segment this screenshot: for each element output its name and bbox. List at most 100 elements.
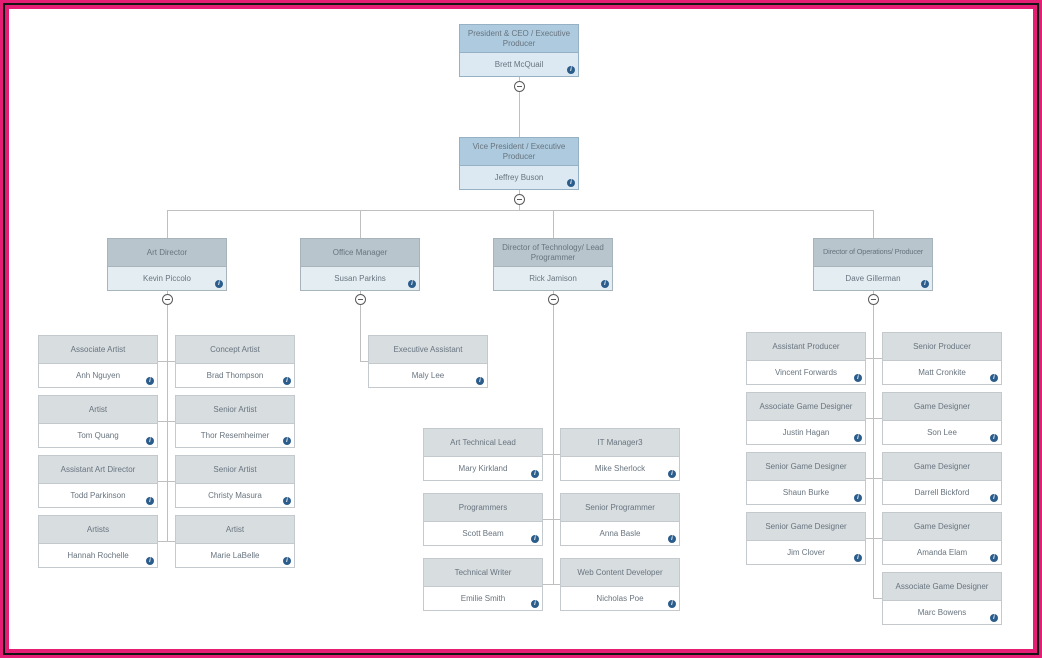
org-node-assistant-art-director[interactable]: Assistant Art Director Todd Parkinson i bbox=[38, 455, 158, 508]
info-icon[interactable]: i bbox=[990, 494, 998, 502]
node-title: Senior Artist bbox=[176, 456, 294, 484]
node-title: Office Manager bbox=[301, 239, 419, 267]
org-node-senior-artist-christy[interactable]: Senior Artist Christy Masura i bbox=[175, 455, 295, 508]
org-node-it-manager[interactable]: IT Manager3 Mike Sherlock i bbox=[560, 428, 680, 481]
node-name: Kevin Piccolo i bbox=[108, 267, 226, 290]
org-node-vp[interactable]: Vice President / Executive Producer Jeff… bbox=[459, 137, 579, 190]
node-title: Associate Artist bbox=[39, 336, 157, 364]
org-node-senior-programmer[interactable]: Senior Programmer Anna Basle i bbox=[560, 493, 680, 546]
info-icon[interactable]: i bbox=[283, 377, 291, 385]
org-node-associate-game-designer-justin[interactable]: Associate Game Designer Justin Hagan i bbox=[746, 392, 866, 445]
org-node-artist-tom-quang[interactable]: Artist Tom Quang i bbox=[38, 395, 158, 448]
connector-line bbox=[553, 291, 554, 584]
connector-line bbox=[866, 358, 882, 359]
org-node-concept-artist[interactable]: Concept Artist Brad Thompson i bbox=[175, 335, 295, 388]
info-icon[interactable]: i bbox=[854, 434, 862, 442]
org-node-associate-game-designer-marc[interactable]: Associate Game Designer Marc Bowens i bbox=[882, 572, 1002, 625]
info-icon[interactable]: i bbox=[283, 437, 291, 445]
node-title: Assistant Art Director bbox=[39, 456, 157, 484]
node-name: Matt Cronkite i bbox=[883, 361, 1001, 384]
info-icon[interactable]: i bbox=[146, 497, 154, 505]
info-icon[interactable]: i bbox=[531, 600, 539, 608]
info-icon[interactable]: i bbox=[146, 437, 154, 445]
node-name: Brett McQuail i bbox=[460, 53, 578, 76]
connector-line bbox=[519, 77, 520, 137]
node-name: Anh Nguyen i bbox=[39, 364, 157, 387]
node-title: Senior Game Designer bbox=[747, 453, 865, 481]
org-node-executive-assistant[interactable]: Executive Assistant Maly Lee i bbox=[368, 335, 488, 388]
info-icon[interactable]: i bbox=[531, 470, 539, 478]
connector-line bbox=[360, 361, 368, 362]
org-node-art-director[interactable]: Art Director Kevin Piccolo i bbox=[107, 238, 227, 291]
info-icon[interactable]: i bbox=[990, 614, 998, 622]
node-name: Nicholas Poe i bbox=[561, 587, 679, 610]
node-title: Director of Technology/ Lead Programmer bbox=[494, 239, 612, 267]
collapse-toggle[interactable] bbox=[355, 294, 366, 305]
node-title: Concept Artist bbox=[176, 336, 294, 364]
node-title: Associate Game Designer bbox=[747, 393, 865, 421]
node-name: Emilie Smith i bbox=[424, 587, 542, 610]
info-icon[interactable]: i bbox=[990, 554, 998, 562]
info-icon[interactable]: i bbox=[283, 497, 291, 505]
org-node-web-content-developer[interactable]: Web Content Developer Nicholas Poe i bbox=[560, 558, 680, 611]
info-icon[interactable]: i bbox=[990, 434, 998, 442]
info-icon[interactable]: i bbox=[990, 374, 998, 382]
collapse-toggle[interactable] bbox=[548, 294, 559, 305]
node-name: Tom Quang i bbox=[39, 424, 157, 447]
info-icon[interactable]: i bbox=[283, 557, 291, 565]
info-icon[interactable]: i bbox=[408, 280, 416, 288]
node-title: Senior Game Designer bbox=[747, 513, 865, 541]
connector-line bbox=[866, 538, 882, 539]
info-icon[interactable]: i bbox=[668, 470, 676, 478]
collapse-toggle[interactable] bbox=[162, 294, 173, 305]
collapse-toggle[interactable] bbox=[514, 194, 525, 205]
info-icon[interactable]: i bbox=[567, 179, 575, 187]
node-title: Technical Writer bbox=[424, 559, 542, 587]
info-icon[interactable]: i bbox=[854, 554, 862, 562]
info-icon[interactable]: i bbox=[921, 280, 929, 288]
node-name: Mike Sherlock i bbox=[561, 457, 679, 480]
org-node-assistant-producer[interactable]: Assistant Producer Vincent Forwards i bbox=[746, 332, 866, 385]
org-node-ceo[interactable]: President & CEO / Executive Producer Bre… bbox=[459, 24, 579, 77]
org-node-associate-artist[interactable]: Associate Artist Anh Nguyen i bbox=[38, 335, 158, 388]
node-name: Marc Bowens i bbox=[883, 601, 1001, 624]
org-node-artist-marie[interactable]: Artist Marie LaBelle i bbox=[175, 515, 295, 568]
info-icon[interactable]: i bbox=[215, 280, 223, 288]
connector-line bbox=[543, 454, 560, 455]
info-icon[interactable]: i bbox=[531, 535, 539, 543]
node-name: Amanda Elam i bbox=[883, 541, 1001, 564]
connector-line bbox=[167, 210, 873, 211]
info-icon[interactable]: i bbox=[668, 600, 676, 608]
org-node-senior-game-designer-shaun[interactable]: Senior Game Designer Shaun Burke i bbox=[746, 452, 866, 505]
org-node-artists-hannah[interactable]: Artists Hannah Rochelle i bbox=[38, 515, 158, 568]
info-icon[interactable]: i bbox=[601, 280, 609, 288]
info-icon[interactable]: i bbox=[146, 557, 154, 565]
org-node-game-designer-amanda[interactable]: Game Designer Amanda Elam i bbox=[882, 512, 1002, 565]
info-icon[interactable]: i bbox=[854, 494, 862, 502]
org-node-director-operations[interactable]: Director of Operations/ Producer Dave Gi… bbox=[813, 238, 933, 291]
org-node-programmers[interactable]: Programmers Scott Beam i bbox=[423, 493, 543, 546]
org-node-senior-game-designer-jim[interactable]: Senior Game Designer Jim Clover i bbox=[746, 512, 866, 565]
info-icon[interactable]: i bbox=[668, 535, 676, 543]
org-node-office-manager[interactable]: Office Manager Susan Parkins i bbox=[300, 238, 420, 291]
node-title: Executive Assistant bbox=[369, 336, 487, 364]
org-node-game-designer-son[interactable]: Game Designer Son Lee i bbox=[882, 392, 1002, 445]
collapse-toggle[interactable] bbox=[514, 81, 525, 92]
org-node-senior-producer[interactable]: Senior Producer Matt Cronkite i bbox=[882, 332, 1002, 385]
info-icon[interactable]: i bbox=[567, 66, 575, 74]
org-node-game-designer-darrell[interactable]: Game Designer Darrell Bickford i bbox=[882, 452, 1002, 505]
node-title: Director of Operations/ Producer bbox=[814, 239, 932, 267]
node-title: Programmers bbox=[424, 494, 542, 522]
info-icon[interactable]: i bbox=[146, 377, 154, 385]
org-node-art-technical-lead[interactable]: Art Technical Lead Mary Kirkland i bbox=[423, 428, 543, 481]
collapse-toggle[interactable] bbox=[868, 294, 879, 305]
info-icon[interactable]: i bbox=[854, 374, 862, 382]
info-icon[interactable]: i bbox=[476, 377, 484, 385]
org-node-technical-writer[interactable]: Technical Writer Emilie Smith i bbox=[423, 558, 543, 611]
connector-line bbox=[873, 210, 874, 238]
node-name: Shaun Burke i bbox=[747, 481, 865, 504]
connector-line bbox=[158, 481, 175, 482]
org-node-senior-artist-thor[interactable]: Senior Artist Thor Resemheimer i bbox=[175, 395, 295, 448]
org-node-director-technology[interactable]: Director of Technology/ Lead Programmer … bbox=[493, 238, 613, 291]
